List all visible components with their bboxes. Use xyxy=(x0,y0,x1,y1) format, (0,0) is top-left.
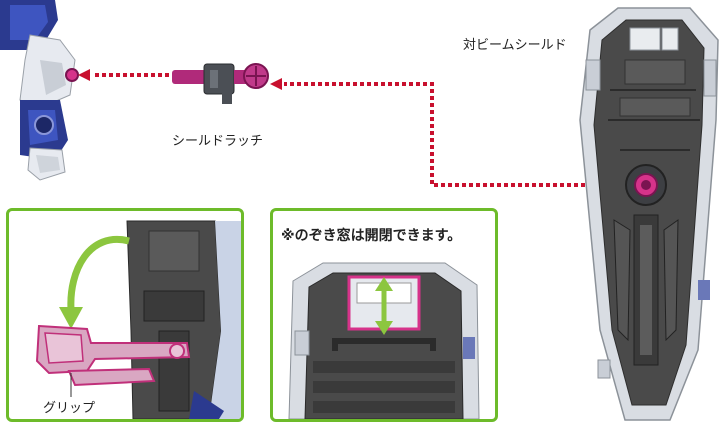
grip-detail-panel: グリップ xyxy=(6,208,244,422)
viewport-illustration xyxy=(288,262,480,419)
shield-latch-label: シールドラッチ xyxy=(172,134,264,149)
connector-arrow-latch-to-arm xyxy=(78,69,176,81)
viewport-note-label: ※のぞき窓は開閉できます。 xyxy=(281,228,462,244)
anti-beam-shield-label: 対ビームシールド xyxy=(463,38,567,53)
grip-illustration xyxy=(35,220,241,419)
grip-label: グリップ xyxy=(43,401,96,416)
viewport-detail-panel: ※のぞき窓は開閉できます。 xyxy=(270,208,498,422)
anti-beam-shield-illustration xyxy=(579,7,719,421)
connector-arrow-shield-to-latch xyxy=(270,78,648,187)
shield-latch-part xyxy=(172,63,269,104)
robot-arm-illustration xyxy=(0,0,79,181)
